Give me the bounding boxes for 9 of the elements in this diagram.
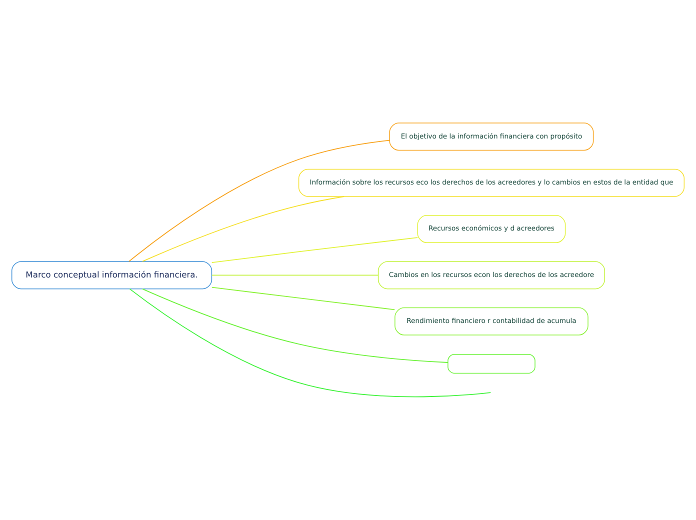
connector [142,288,448,363]
connector [211,286,396,310]
node-box: Marco conceptual información financiera. [11,261,212,290]
connector [211,237,418,263]
node-box [448,354,536,374]
connector [211,274,378,276]
connector [142,196,345,262]
connector [128,140,390,262]
connector [129,288,492,398]
